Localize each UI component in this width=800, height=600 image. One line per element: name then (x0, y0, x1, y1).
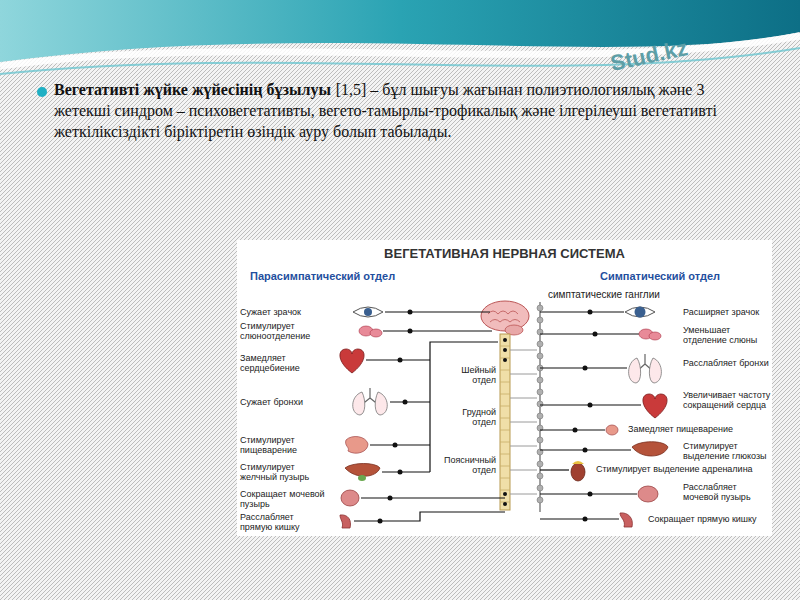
spine-section-label: Шейный отдел (438, 365, 496, 385)
parasympathetic-nerves (354, 312, 505, 521)
effect-label: Сужает зрачок (240, 307, 328, 317)
sympathetic-nerves (540, 312, 641, 519)
division-heading: Парасимпатический отдел (250, 270, 395, 283)
effect-label: Увеличивает частоту сокращений сердца (683, 390, 771, 410)
spine-section-label: Грудной отдел (438, 407, 496, 427)
paragraph-lead: Вегетативті жүйке жүйесінің бұзылуы (54, 81, 331, 98)
effect-label: Расслабляет бронхи (683, 358, 771, 368)
parasympathetic-ganglia (378, 310, 413, 524)
slide-paragraph: Вегетативті жүйке жүйесінің бұзылуы[1,5]… (54, 79, 722, 142)
effect-label: Сокращает прямую кишку (648, 514, 771, 524)
effect-label: Стимулирует пищеварение (240, 435, 328, 455)
right-organs (571, 307, 668, 528)
spine-section-label: Поясничный отдел (436, 455, 496, 475)
effect-label: Сокращает мочевой пузырь (240, 489, 328, 509)
effect-label: Сужает бронхи (240, 397, 328, 407)
effect-label: Стимулирует выделение адреналина (596, 464, 771, 474)
ganglia-label: симптатические ганглии (548, 289, 688, 300)
left-organs (340, 307, 387, 528)
effect-label: Стимулирует желчный пузырь (240, 462, 328, 482)
effect-label: Расслабляет мочевой пузырь (683, 482, 771, 502)
effect-label: Замедляет сердцебиение (240, 353, 328, 373)
effect-label: Стимулирует выделение глюкозы (683, 441, 771, 461)
effect-label: Уменьшает отделение слюны (683, 325, 771, 345)
sympathetic-chain (510, 302, 543, 512)
sympathetic-ganglia (573, 310, 598, 522)
effect-label: Расслабляет прямую кишку (240, 512, 328, 532)
division-heading: Симпатический отдел (600, 270, 720, 283)
effect-label: Стимулирует слюноотделение (240, 321, 328, 341)
effect-label: Замедляет пищеварение (628, 424, 771, 434)
bullet (37, 87, 47, 97)
diagram-panel (237, 240, 772, 536)
effect-label: Расширяет зрачок (683, 307, 771, 317)
brain-spine (481, 301, 529, 510)
diagram-title: ВЕГЕТАТИВНАЯ НЕРВНАЯ СИСТЕМА (237, 246, 772, 261)
